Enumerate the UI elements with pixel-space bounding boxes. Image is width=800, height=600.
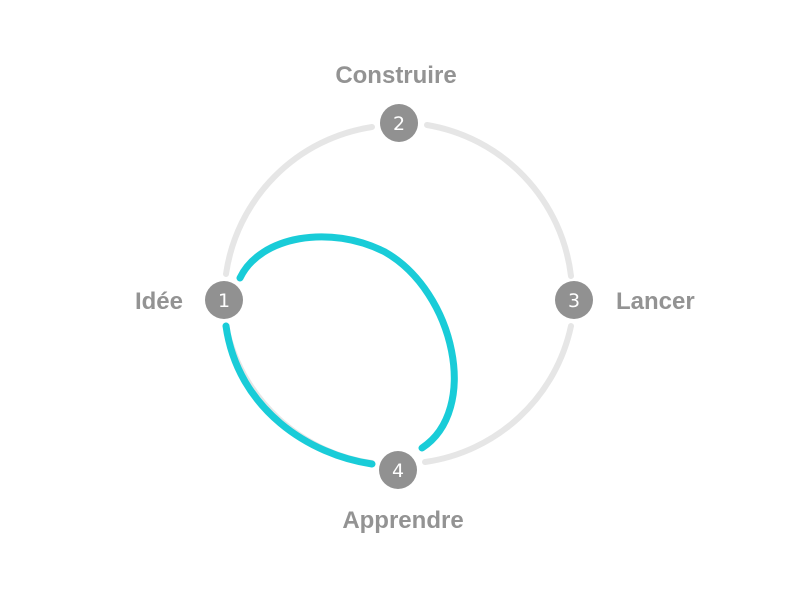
stage-node-3-number: 3 [568,290,580,312]
stage-node-4: 4 [379,451,417,489]
stage-node-1-circle [205,281,243,319]
stage-node-2-circle [380,104,418,142]
loop-arc-inner [222,322,376,468]
stage-label-idee: Idée [135,288,183,315]
stage-node-2: 2 [380,104,418,142]
ring-arc-3-4 [422,323,574,465]
cycle-ring [223,122,574,466]
stage-node-2-number: 2 [393,113,405,135]
stage-node-3-circle [555,281,593,319]
stage-label-construire: Construire [335,62,456,89]
ring-arc-4-1 [223,323,375,466]
loop-arc-outer [236,233,458,452]
ring-arc-1-2 [223,124,375,277]
stage-node-1: 1 [205,281,243,319]
stage-node-4-circle [379,451,417,489]
stage-node-3: 3 [555,281,593,319]
ring-arc-2-3 [424,122,574,279]
learning-loop [222,233,458,468]
stage-node-1-number: 1 [218,290,230,312]
stage-node-4-number: 4 [392,460,404,482]
stage-label-lancer: Lancer [616,288,695,315]
stage-label-apprendre: Apprendre [342,507,463,534]
